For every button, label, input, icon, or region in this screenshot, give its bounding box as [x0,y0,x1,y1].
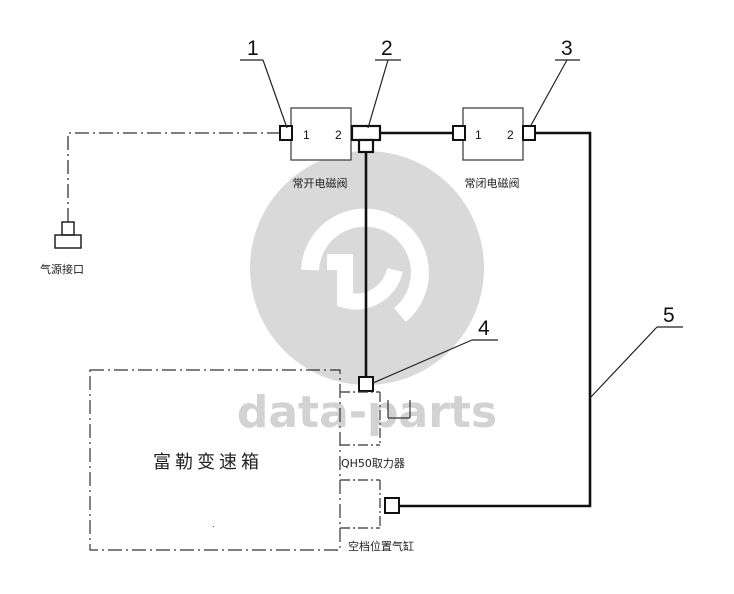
pto-label: QH50取力器 [341,457,405,470]
watermark-text: data-parts [237,387,497,438]
callout-5: 5 [663,304,675,327]
open-valve-label: 常开电磁阀 [293,176,348,190]
callout-3: 3 [561,37,573,60]
air-source-label: 气源接口 [40,262,84,276]
air-supply-line [67,132,281,222]
closed-valve-port-2: 2 [507,128,514,142]
callout-1: 1 [247,37,259,60]
normally-open-valve [290,107,352,161]
normally-closed-valve [462,107,524,161]
callout-leaders [240,59,683,399]
open-valve-inlet-port [279,125,293,141]
gearbox-mark: . [212,520,215,529]
air-source-symbol [54,221,82,249]
callout-4: 4 [478,317,490,340]
closed-valve-inlet-port [452,125,466,141]
gearbox-outline [89,369,341,551]
callout-2: 2 [381,37,393,60]
air-pipes [364,131,592,508]
closed-valve-label: 常闭电磁阀 [465,176,520,190]
pto-air-port [358,376,374,392]
closed-valve-outlet-port [522,125,536,141]
closed-valve-port-1: 1 [475,128,482,142]
tee-fitting [350,124,382,154]
neutral-cylinder-label: 空档位置气缸 [348,539,414,553]
pto-shaft-symbol [387,400,411,419]
gearbox-label: 富勒变速箱 [153,452,263,473]
neutral-cylinder-port [384,497,400,514]
pto-outline [340,391,381,529]
open-valve-port-1: 1 [303,128,310,142]
open-valve-port-2: 2 [335,128,342,142]
